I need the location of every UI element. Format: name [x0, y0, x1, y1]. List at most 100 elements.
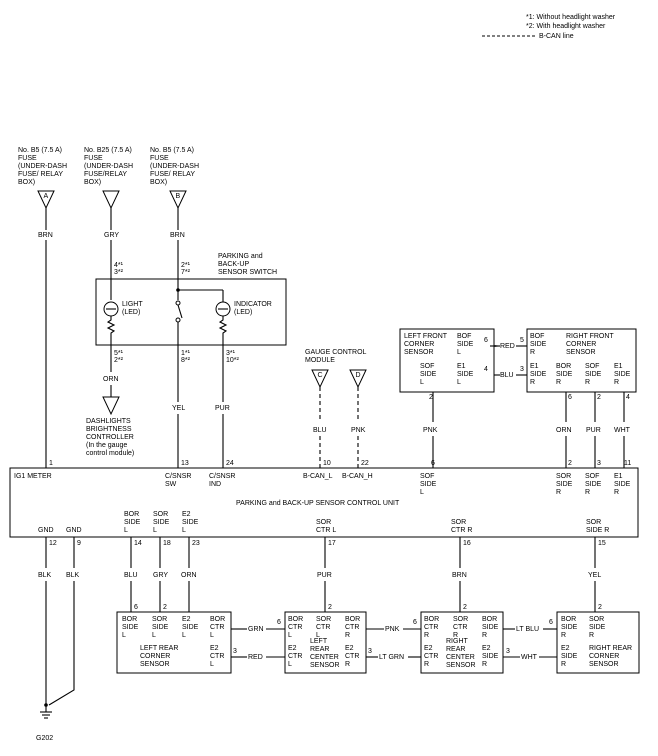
svg-text:E2: E2 — [482, 645, 491, 652]
svg-text:GAUGE CONTROL: GAUGE CONTROL — [305, 349, 367, 356]
svg-text:SIDE: SIDE — [530, 341, 547, 348]
svg-text:E2: E2 — [182, 511, 191, 518]
svg-text:E1: E1 — [457, 363, 466, 370]
svg-text:CORNER: CORNER — [140, 653, 170, 660]
svg-text:L: L — [457, 379, 461, 386]
svg-text:SOF: SOF — [420, 363, 434, 370]
svg-text:R: R — [556, 489, 561, 496]
svg-text:(UNDER-DASH: (UNDER-DASH — [150, 163, 199, 170]
svg-text:SENSOR SWITCH: SENSOR SWITCH — [218, 269, 277, 276]
svg-text:BOR: BOR — [482, 616, 497, 623]
svg-text:CTR: CTR — [288, 624, 302, 631]
svg-text:18: 18 — [163, 540, 171, 547]
svg-text:L: L — [288, 632, 292, 639]
wire-label-ltblu: LT BLU — [516, 626, 539, 633]
svg-text:L: L — [210, 661, 214, 668]
svg-text:L: L — [182, 632, 186, 639]
svg-text:CTR: CTR — [210, 653, 224, 660]
svg-text:2: 2 — [597, 394, 601, 401]
svg-text:FUSE: FUSE — [150, 155, 169, 162]
svg-text:L: L — [210, 632, 214, 639]
svg-text:BOR: BOR — [122, 616, 137, 623]
svg-text:R: R — [345, 661, 350, 668]
svg-text:RIGHT: RIGHT — [446, 638, 469, 645]
svg-text:(In the gauge: (In the gauge — [86, 442, 127, 449]
wire-label-wht-rf: WHT — [614, 427, 631, 434]
wire-label-ltgrn: LT GRN — [379, 654, 404, 661]
dashlights-label: DASHLIGHTS BRIGHTNESS CONTROLLER (In the… — [86, 418, 134, 457]
svg-text:LEFT: LEFT — [310, 638, 328, 645]
svg-text:SIDE: SIDE — [457, 341, 474, 348]
svg-text:2: 2 — [429, 394, 433, 401]
svg-text:C: C — [318, 372, 323, 379]
svg-text:REAR: REAR — [446, 646, 465, 653]
svg-text:SOR: SOR — [152, 616, 167, 623]
svg-text:(UNDER-DASH: (UNDER-DASH — [18, 163, 67, 170]
svg-text:R: R — [530, 379, 535, 386]
fuse-a-label: No. B5 (7.5 A) FUSE (UNDER-DASH FUSE/ RE… — [18, 147, 67, 186]
svg-text:SIDE: SIDE — [561, 653, 578, 660]
svg-text:L: L — [316, 632, 320, 639]
svg-text:6: 6 — [568, 394, 572, 401]
svg-text:L: L — [124, 527, 128, 534]
pin-top-1: 2*¹ — [181, 262, 191, 269]
svg-text:SOF: SOF — [585, 363, 599, 370]
wire-label-gry-rear: GRY — [153, 572, 168, 579]
svg-text:LEFT FRONT: LEFT FRONT — [404, 333, 448, 340]
svg-text:L: L — [288, 661, 292, 668]
svg-text:9: 9 — [77, 540, 81, 547]
svg-text:SW: SW — [165, 481, 177, 488]
wire-label-pnk-rear: PNK — [385, 626, 400, 633]
svg-text:SOF: SOF — [585, 473, 599, 480]
right-front-corner-sensor — [526, 328, 637, 393]
svg-text:3: 3 — [597, 460, 601, 467]
light-led-icon — [103, 301, 119, 345]
svg-text:11: 11 — [624, 460, 631, 467]
svg-text:BOR: BOR — [424, 616, 439, 623]
svg-text:SIDE: SIDE — [152, 624, 169, 631]
svg-text:SOR: SOR — [153, 511, 168, 518]
svg-text:R: R — [530, 349, 535, 356]
label-ig1: IG1 METER — [14, 473, 52, 480]
svg-text:SENSOR: SENSOR — [446, 662, 476, 669]
wire-label-pnk-can: PNK — [351, 427, 366, 434]
svg-text:SIDE: SIDE — [614, 481, 631, 488]
svg-text:SENSOR: SENSOR — [404, 349, 434, 356]
pin-lf-4: 4 — [484, 366, 488, 373]
ground-icon — [40, 711, 52, 719]
svg-text:R: R — [614, 379, 619, 386]
legend: *1: Without headlight washer *2: With he… — [482, 14, 616, 40]
svg-text:E2: E2 — [288, 645, 297, 652]
svg-text:E2: E2 — [182, 616, 191, 623]
svg-text:SENSOR: SENSOR — [140, 661, 170, 668]
svg-text:E1: E1 — [614, 363, 623, 370]
svg-text:CENTER: CENTER — [446, 654, 475, 661]
svg-text:B-CAN_L: B-CAN_L — [303, 473, 333, 480]
svg-text:3: 3 — [368, 648, 372, 655]
svg-text:SENSOR: SENSOR — [566, 349, 596, 356]
svg-text:RIGHT FRONT: RIGHT FRONT — [566, 333, 614, 340]
svg-text:E2: E2 — [561, 645, 570, 652]
svg-text:No. B5 (7.5 A): No. B5 (7.5 A) — [150, 147, 194, 154]
svg-text:(LED): (LED) — [122, 309, 140, 316]
svg-text:R: R — [482, 661, 487, 668]
svg-text:E2: E2 — [210, 645, 219, 652]
svg-text:E2: E2 — [424, 645, 433, 652]
svg-text:SIDE: SIDE — [530, 371, 547, 378]
svg-text:6: 6 — [277, 619, 281, 626]
svg-text:R: R — [424, 661, 429, 668]
svg-text:22: 22 — [361, 460, 369, 467]
svg-text:SOR: SOR — [316, 616, 331, 623]
svg-text:R: R — [424, 632, 429, 639]
svg-text:10: 10 — [323, 460, 331, 467]
svg-text:RIGHT REAR: RIGHT REAR — [589, 645, 632, 652]
svg-text:E2: E2 — [345, 645, 354, 652]
svg-text:L: L — [153, 527, 157, 534]
wire-label-blu-rear: BLU — [124, 572, 138, 579]
svg-text:L: L — [420, 379, 424, 386]
svg-text:(LED): (LED) — [234, 309, 252, 316]
svg-text:R: R — [561, 661, 566, 668]
svg-text:R: R — [585, 379, 590, 386]
svg-text:10*²: 10*² — [226, 357, 240, 364]
svg-text:FUSE/RELAY: FUSE/RELAY — [84, 171, 127, 178]
